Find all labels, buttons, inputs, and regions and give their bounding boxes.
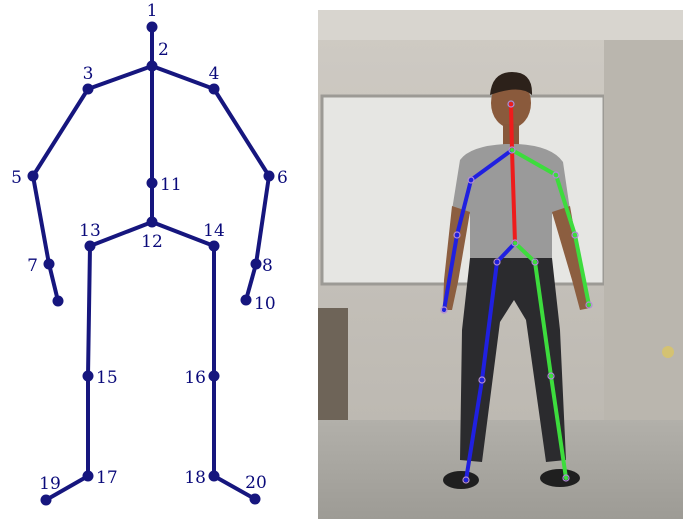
skeleton-joint-14 [209, 241, 220, 252]
joint-label-7: 7 [27, 256, 38, 276]
skeleton-joint-1 [147, 22, 158, 33]
skeleton-joint-18 [209, 471, 220, 482]
skeleton-bone-2-3 [88, 66, 152, 89]
skeleton-bone-7-9 [49, 264, 58, 301]
skeleton-joint-5 [28, 171, 39, 182]
skeleton-bone-4-6 [214, 89, 269, 176]
skeleton-bone-6-8 [256, 176, 269, 264]
skeleton-bone-13-15 [88, 246, 90, 376]
photo-side-table [318, 308, 348, 428]
person-left-shoe [443, 471, 479, 489]
skeleton-joint-7 [44, 259, 55, 270]
skeleton-joint-4 [209, 84, 220, 95]
joint-label-3: 3 [83, 64, 94, 84]
joint-label-13: 13 [79, 221, 101, 241]
skeleton-bone-5-7 [33, 176, 49, 264]
kinect-photo-panel [318, 10, 683, 519]
skeleton-joint-9 [53, 296, 64, 307]
skeleton-joint-10 [241, 295, 252, 306]
joint-label-1: 1 [147, 1, 158, 21]
joint-label-5: 5 [11, 168, 22, 188]
skeleton-joint-11 [147, 178, 158, 189]
skeleton-joint-13 [85, 241, 96, 252]
skeleton-joint-17 [83, 471, 94, 482]
skeleton-joint-3 [83, 84, 94, 95]
photo-floor [318, 420, 683, 519]
joint-label-14: 14 [203, 221, 225, 241]
skeleton-bone-2-4 [152, 66, 214, 89]
joint-label-16: 16 [184, 368, 206, 388]
skeleton-bones [33, 27, 269, 500]
joint-label-6: 6 [277, 168, 288, 188]
photo-door-frame [604, 40, 683, 420]
photo-wall-socket [662, 346, 674, 358]
joint-label-4: 4 [209, 64, 220, 84]
skeleton-joint-16 [209, 371, 220, 382]
joint-label-10: 10 [254, 294, 276, 314]
joint-label-15: 15 [96, 368, 118, 388]
overlay-bone-head-neck [511, 104, 512, 150]
joint-label-20: 20 [245, 473, 267, 493]
joint-label-8: 8 [262, 256, 273, 276]
skeleton-bone-3-5 [33, 89, 88, 176]
joint-label-18: 18 [184, 468, 206, 488]
skeleton-joint-12 [147, 217, 158, 228]
skeleton-joint-20 [250, 494, 261, 505]
joint-label-17: 17 [96, 468, 118, 488]
skeleton-joint-2 [147, 61, 158, 72]
skeleton-joint-8 [251, 259, 262, 270]
joint-label-11: 11 [160, 175, 182, 195]
joint-label-2: 2 [158, 40, 169, 60]
skeleton-joint-19 [41, 495, 52, 506]
joint-label-12: 12 [141, 232, 163, 252]
skeleton-joint-6 [264, 171, 275, 182]
person-right-shoe [540, 469, 580, 487]
photo-ceiling-band [318, 10, 683, 40]
joint-label-19: 19 [39, 474, 61, 494]
skeleton-joint-15 [83, 371, 94, 382]
